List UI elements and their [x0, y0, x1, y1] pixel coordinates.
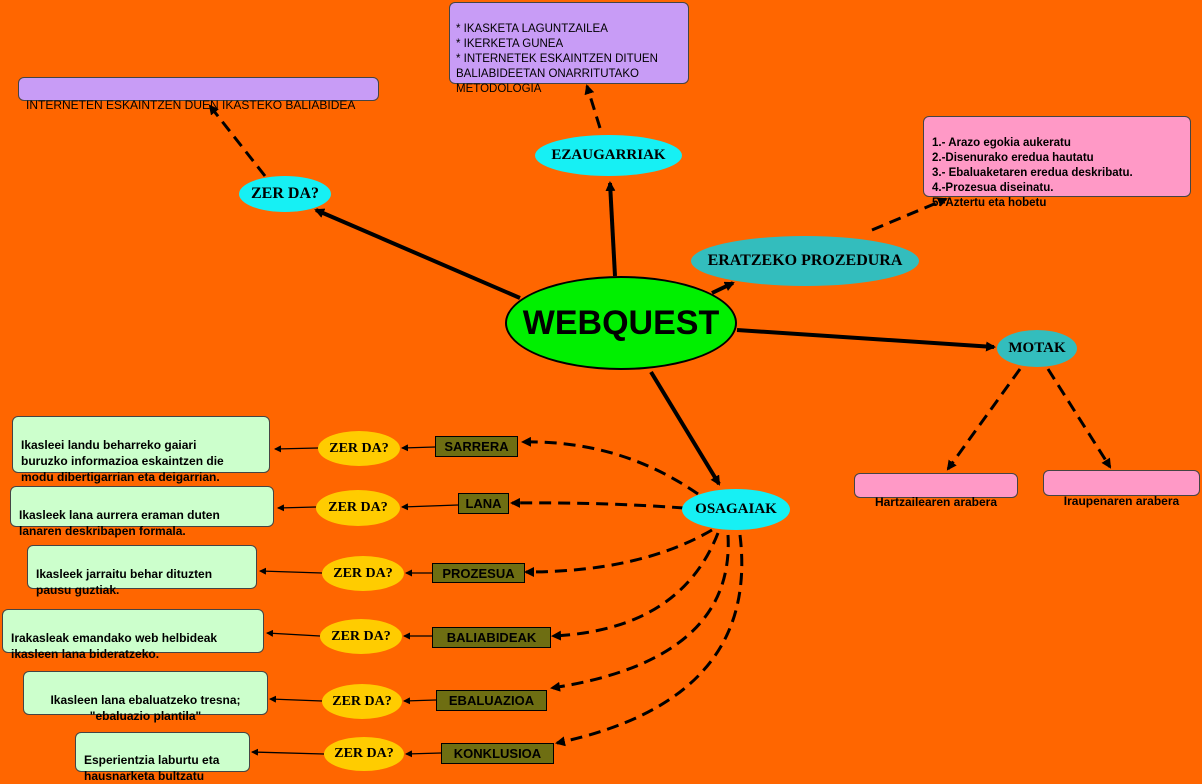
node-text: ZER DA?: [334, 746, 394, 761]
ezaugarriak-items-box: * IKASKETA LAGUNTZAILEA * IKERKETA GUNEA…: [449, 2, 689, 95]
ezaugarriak-items-text: * IKASKETA LAGUNTZAILEA * IKERKETA GUNEA…: [456, 23, 658, 95]
node-text: Esperientzia laburtu eta hausnarketa bul…: [84, 753, 220, 783]
component-label-ebaluazioa: EBALUAZIOA: [436, 690, 547, 711]
component-label-prozesua: PROZESUA: [432, 563, 525, 583]
osagaiak-label: OSAGAIAK: [695, 501, 777, 517]
arrow-to-osagaiak: [649, 370, 721, 486]
node-text: Ikasleek lana aurrera eraman duten lanar…: [19, 508, 220, 538]
central-node-label: WEBQUEST: [522, 303, 720, 342]
component-question: ZER DA?: [324, 737, 404, 771]
osagaiak-node: OSAGAIAK: [682, 489, 790, 530]
ezaugarriak-label: EZAUGARRIAK: [551, 147, 666, 163]
node-text: ZER DA?: [333, 565, 393, 581]
arrow-to-zer-da: [314, 208, 521, 300]
component-question: ZER DA?: [320, 619, 402, 654]
node-text: LANA: [465, 496, 502, 511]
motak-node: MOTAK: [997, 330, 1077, 367]
motak-label: MOTAK: [1008, 340, 1066, 356]
central-node-webquest: WEBQUEST: [505, 276, 737, 370]
motak-type-label: Iraupenaren arabera: [1063, 494, 1180, 508]
component-definition: Esperientzia laburtu eta hausnarketa bul…: [75, 732, 250, 783]
dash-osagaiak-to-konklusioa: [555, 534, 744, 747]
dash-prozedura-to-steps: [871, 197, 948, 232]
component-definition: Ikasleek lana aurrera eraman duten lanar…: [10, 486, 274, 538]
ezaugarriak-node: EZAUGARRIAK: [535, 135, 682, 176]
component-question: ZER DA?: [322, 556, 404, 591]
prozedura-label: ERATZEKO PROZEDURA: [707, 252, 903, 269]
dash-ezaugarriak-to-items: [584, 84, 602, 129]
component-question: ZER DA?: [318, 431, 400, 466]
component-label-konklusioa: KONKLUSIOA: [441, 743, 554, 764]
component-label-sarrera: SARRERA: [435, 436, 518, 457]
dash-osagaiak-to-lana: [510, 497, 685, 510]
motak-type-label: Hartzailearen arabera: [874, 495, 998, 509]
node-text: ZER DA?: [331, 628, 391, 644]
component-definition: Ikasleei landu beharreko gaiari buruzko …: [12, 416, 270, 484]
node-text: Ikasleei landu beharreko gaiari buruzko …: [21, 438, 224, 484]
component-definition: Ikasleek jarraitu behar dituzten pausu g…: [27, 545, 257, 597]
dash-zer-da-to-answer: [208, 104, 267, 177]
motak-type-box: Hartzailearen arabera: [854, 473, 1018, 509]
component-question: ZER DA?: [322, 684, 402, 719]
prozedura-node: ERATZEKO PROZEDURA: [691, 236, 919, 286]
definition-box: INTERNETEN ESKAINTZEN DUEN IKASTEKO BALI…: [18, 77, 379, 112]
dash-osagaiak-to-prozesua: [524, 528, 713, 577]
dash-motak-to-hartzailea: [946, 368, 1022, 471]
zer-da-label: ZER DA?: [250, 185, 319, 202]
node-text: SARRERA: [444, 439, 509, 454]
component-label-lana: LANA: [458, 493, 509, 514]
node-text: PROZESUA: [442, 565, 515, 581]
component-definition: Ikasleen lana ebaluatzeko tresna; "ebalu…: [23, 671, 268, 723]
node-text: EBALUAZIOA: [448, 693, 535, 708]
node-text: ZER DA?: [332, 693, 392, 709]
arrow-to-ezaugarriak: [605, 181, 617, 277]
component-question: ZER DA?: [316, 490, 400, 526]
arrow-to-prozedura: [711, 281, 735, 295]
component-definition: Irakasleak emandako web helbideak ikasle…: [2, 609, 264, 661]
dash-osagaiak-to-baliabideak: [551, 532, 720, 641]
zer-da-node: ZER DA?: [239, 176, 331, 212]
prozedura-steps-box: 1.- Arazo egokia aukeratu 2.-Disenurako …: [923, 116, 1191, 209]
arrow-to-motak: [736, 328, 996, 352]
motak-type-box: Iraupenaren arabera: [1043, 470, 1200, 508]
node-text: Ikasleen lana ebaluatzeko tresna; "ebalu…: [50, 693, 241, 723]
node-text: ZER DA?: [328, 500, 388, 515]
dash-osagaiak-to-sarrera: [521, 436, 699, 496]
node-text: Ikasleek jarraitu behar dituzten pausu g…: [36, 567, 213, 597]
node-text: Irakasleak emandako web helbideak ikasle…: [11, 631, 218, 661]
node-text: BALIABIDEAK: [446, 630, 537, 645]
dash-osagaiak-to-ebaluazioa: [550, 534, 730, 692]
component-label-baliabideak: BALIABIDEAK: [432, 627, 551, 648]
prozedura-steps-text: 1.- Arazo egokia aukeratu 2.-Disenurako …: [932, 137, 1133, 209]
node-text: KONKLUSIOA: [453, 746, 542, 761]
dash-motak-to-iraupena: [1046, 368, 1112, 469]
definition-text: INTERNETEN ESKAINTZEN DUEN IKASTEKO BALI…: [26, 98, 356, 112]
node-text: ZER DA?: [329, 440, 389, 456]
